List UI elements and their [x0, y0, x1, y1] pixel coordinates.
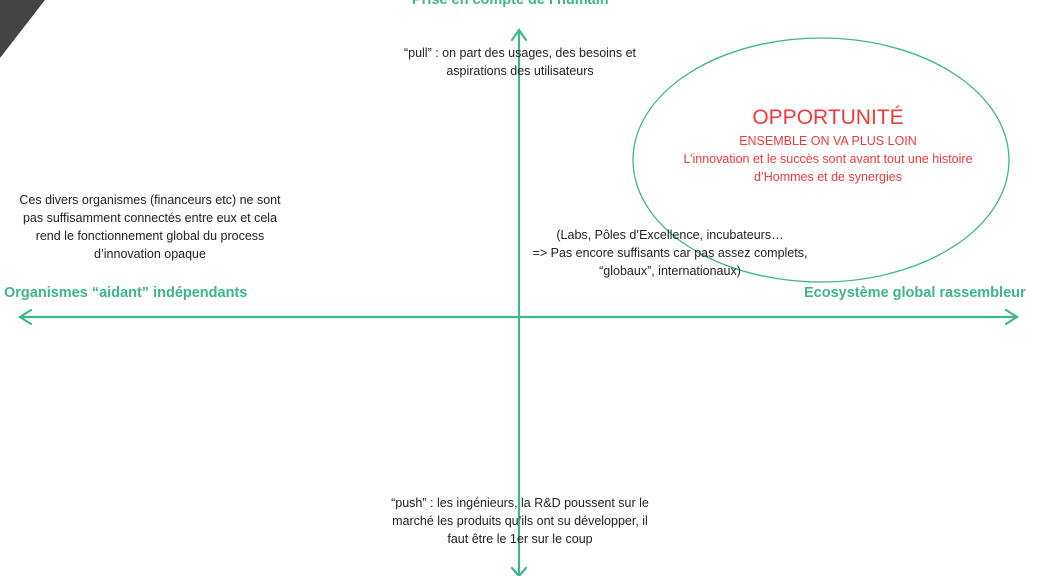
axis-label-right: Ecosystème global rassembleur [804, 285, 1026, 301]
note-line: aspirations des utilisateurs [446, 64, 594, 78]
note-line: “globaux”, internationaux) [599, 264, 741, 278]
opportunity-block: OPPORTUNITÉ ENSEMBLE ON VA PLUS LOIN L’i… [650, 104, 1006, 186]
note-line: => Pas encore suffisants car pas assez c… [532, 246, 808, 260]
axis-label-left: Organismes “aidant” indépendants [4, 285, 248, 301]
arrow-down-icon [510, 566, 528, 576]
note-line: faut être le 1er sur le coup [447, 532, 593, 546]
left-note: Ces divers organismes (financeurs etc) n… [0, 191, 300, 263]
arrow-left-icon [17, 308, 33, 326]
note-line: d’innovation opaque [94, 247, 206, 261]
axis-label-top: Prise en compte de l’humain [412, 0, 609, 8]
opportunity-line: L’innovation et le succès sont avant tou… [683, 152, 973, 166]
note-line: pas suffisamment connectés entre eux et … [22, 211, 278, 225]
note-line: (Labs, Pôles d’Excellence, incubateurs… [556, 228, 784, 242]
note-line: marché les produits qu’ils ont su dévelo… [392, 514, 648, 528]
note-line: “push” : les ingénieurs, la R&D poussent… [391, 496, 649, 510]
pull-note: “pull” : on part des usages, des besoins… [360, 44, 680, 80]
opportunity-line: d’Hommes et de synergies [754, 170, 902, 184]
push-note: “push” : les ingénieurs, la R&D poussent… [360, 494, 680, 548]
opportunity-subtitle: ENSEMBLE ON VA PLUS LOIN [739, 134, 917, 148]
opportunity-ellipse [632, 37, 1010, 283]
arrow-right-icon [1004, 308, 1020, 326]
opportunity-title: OPPORTUNITÉ [752, 106, 904, 129]
labs-note: (Labs, Pôles d’Excellence, incubateurs… … [520, 226, 820, 280]
note-line: “pull” : on part des usages, des besoins… [403, 46, 637, 60]
corner-decoration [0, 0, 45, 58]
note-line: rend le fonctionnement global du process [35, 229, 265, 243]
note-line: Ces divers organismes (financeurs etc) n… [19, 193, 281, 207]
arrow-up-icon [510, 28, 528, 42]
